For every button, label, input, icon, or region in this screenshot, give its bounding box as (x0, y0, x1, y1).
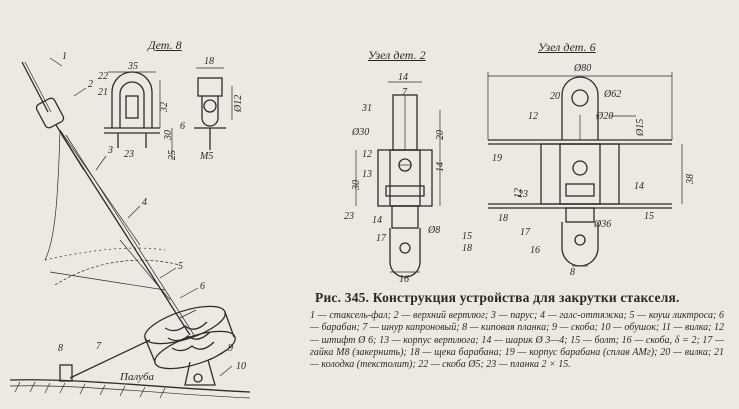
part-label: 13 (362, 169, 372, 180)
dim-label: 6 (180, 121, 185, 132)
figure-caption-title: Рис. 345. Конструкция устройства для зак… (315, 290, 680, 305)
part-label: 15 (462, 231, 472, 242)
detail-8-title: Дет. 8 (148, 38, 182, 52)
dim-label: 20 (435, 130, 446, 140)
part-label: 17 (376, 233, 386, 244)
dim-label: M5 (200, 151, 214, 162)
dim-label: Ø12 (233, 94, 244, 112)
dim-label: 25 (167, 150, 178, 160)
dim-label: 8 (570, 267, 575, 278)
dim-label: 14 (435, 162, 446, 172)
part-label: 14 (634, 181, 644, 192)
part-label: 1 (62, 51, 67, 62)
part-label: 23 (344, 211, 354, 222)
dim-label: 35 (128, 61, 138, 72)
part-label: 22 (98, 71, 108, 82)
dim-label: 16 (399, 274, 409, 285)
overview-drawing (9, 57, 251, 399)
part-label: 4 (142, 197, 147, 208)
dim-label: 32 (159, 102, 170, 112)
part-label: 10 (236, 361, 246, 372)
node-6-title: Узел дет. 6 (538, 40, 596, 54)
part-label: 21 (98, 87, 108, 98)
part-label: 2 (88, 79, 93, 90)
node-2-title: Узел дет. 2 (368, 48, 426, 62)
dim-label: Ø36 (594, 219, 612, 230)
part-label: 16 (530, 245, 540, 256)
dim-label: 30 (163, 130, 174, 140)
node-6-drawing (487, 72, 683, 267)
part-label: 20 (550, 91, 560, 102)
part-label: 31 (362, 103, 372, 114)
part-label: 7 (96, 341, 101, 352)
part-label: 23 (518, 189, 528, 200)
dim-label: Ø30 (352, 127, 370, 138)
part-label: 12 (528, 111, 538, 122)
part-label: 8 (58, 343, 63, 354)
part-label: 5 (178, 261, 183, 272)
part-label: 18 (498, 213, 508, 224)
dim-label: Ø15 (635, 118, 646, 136)
node-2-drawing (355, 81, 441, 278)
part-label: 23 (124, 149, 134, 160)
deck-label: Палуба (120, 371, 155, 383)
dim-label: 7 (402, 87, 407, 98)
part-label: 17 (520, 227, 530, 238)
dim-label: Ø62 (604, 89, 622, 100)
part-label: 12 (362, 149, 372, 160)
dim-label: Ø80 (574, 63, 592, 74)
part-label: 3 (108, 145, 113, 156)
dim-label: Ø20 (596, 111, 614, 122)
dim-label: 14 (398, 72, 408, 83)
dim-label: Ø8 (428, 225, 441, 236)
dim-label: 30 (351, 180, 362, 190)
dim-label: 38 (685, 174, 696, 184)
detail-8-drawing (104, 67, 233, 160)
part-label: 15 (644, 211, 654, 222)
part-label: 9 (228, 343, 233, 354)
part-label: 6 (200, 281, 205, 292)
figure-legend: 1 — стаксель-фал; 2 — верхний вертлюг; 3… (310, 310, 724, 371)
part-label: 19 (492, 153, 502, 164)
part-label: 14 (372, 215, 382, 226)
part-label: 18 (462, 243, 472, 254)
dim-label: 18 (204, 56, 214, 67)
